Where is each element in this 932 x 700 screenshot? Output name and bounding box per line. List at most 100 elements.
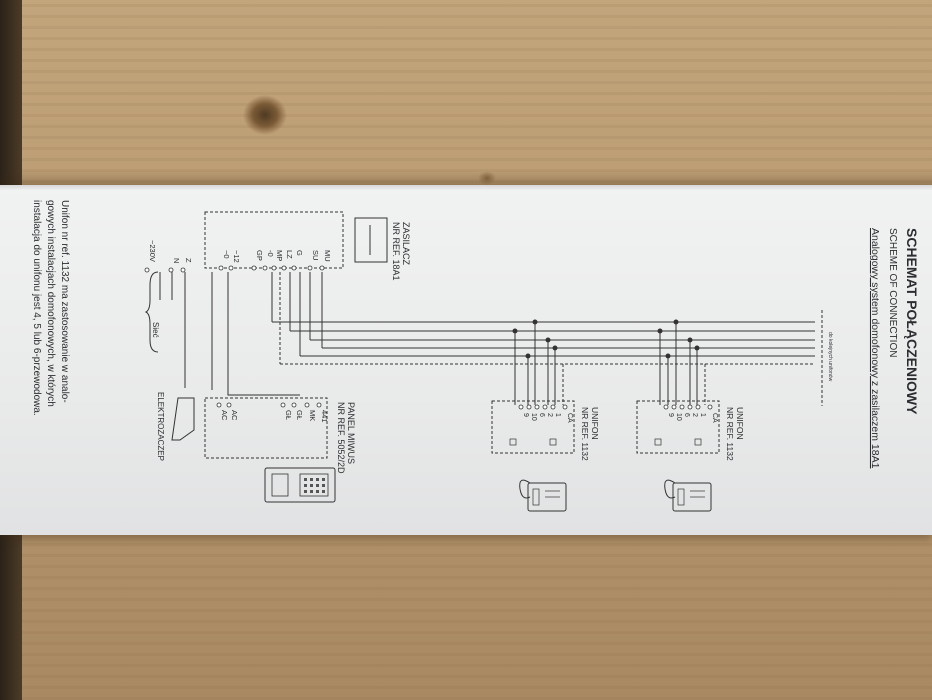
- mains-terminal-label: ~230V: [148, 240, 157, 262]
- schema-title: SCHEMAT POŁĄCZENIOWY: [904, 228, 920, 415]
- handset-terminal-label: 10: [675, 413, 682, 421]
- handset-ref: NR REF. 1132: [580, 407, 590, 461]
- handset-terminal-label: 10: [530, 413, 537, 421]
- system-description: Analogowy system domofonowy z zasilaczem…: [869, 228, 881, 469]
- handset-terminal: [663, 404, 669, 410]
- handset-device-icon: [664, 479, 712, 512]
- lock-label: ELEKTROZACZEP: [156, 392, 165, 461]
- handset-name: UNIFON: [735, 407, 745, 440]
- door-panel-terminal-label: GŁ: [284, 410, 293, 420]
- footnote: Unifon nr ref. 1132 ma zastosowanie w an…: [31, 200, 70, 416]
- mains-connection: ZN ~230V Sieć: [144, 240, 193, 388]
- mains-terminal-label: N: [172, 258, 181, 263]
- handset-terminal: [534, 404, 540, 410]
- power-supply-terminal-label: G: [295, 250, 304, 256]
- handset-terminal: [562, 404, 568, 410]
- power-supply-terminal-label: SU: [311, 250, 320, 260]
- handset-terminal: [707, 404, 713, 410]
- door-panel-terminal: [304, 402, 310, 408]
- power-supply-terminal-label: -0: [266, 250, 275, 257]
- power-supply-terminal-label: ~12: [232, 250, 241, 263]
- continuation-marker: do kolejnych unifonów: [821, 310, 833, 406]
- door-panel-terminal-label: MK: [308, 410, 317, 421]
- power-supply-terminal-label: MP: [275, 250, 284, 261]
- mains-terminal-label: Z: [184, 258, 193, 263]
- handset-terminal-label: 6: [683, 413, 690, 417]
- door-panel-terminal: [226, 402, 232, 408]
- power-supply-terminal: [218, 265, 224, 271]
- handset-terminal: [687, 404, 693, 410]
- handset-terminal-label: 2: [546, 413, 553, 417]
- mains-label: Sieć: [151, 322, 160, 338]
- mains-terminal: [180, 267, 186, 273]
- power-supply-terminal: [307, 265, 313, 271]
- handset-ref: NR REF. 1132: [725, 407, 735, 461]
- handset-terminal-label: 1: [554, 413, 561, 417]
- schema-subtitle: SCHEME OF CONNECTION: [887, 228, 898, 357]
- handset-terminal-label: 9: [667, 413, 674, 417]
- bus-wires: [272, 319, 815, 405]
- handset-terminal-label: 2: [691, 413, 698, 417]
- handset-switch-icon: [509, 438, 557, 446]
- footnote-line-3: instalacja do unifonu jest 4, 5 lub 6-pr…: [31, 200, 42, 416]
- door-panel-device-icon: [264, 467, 336, 503]
- handset-terminal: [518, 404, 524, 410]
- footnote-line-1: Unifon nr ref. 1132 ma zastosowanie w an…: [59, 200, 70, 403]
- power-supply-name: ZASILACZ: [401, 222, 411, 266]
- door-panel-name: PANEL MIWUS: [346, 402, 356, 464]
- handset-terminal-label: 1: [699, 413, 706, 417]
- handset-terminal-label: 6: [538, 413, 545, 417]
- box-edge: [0, 185, 932, 190]
- handset-terminal-label: CA: [566, 413, 573, 423]
- handset-switch-icon: [654, 438, 702, 446]
- power-supply-terminal: [262, 265, 268, 271]
- handset-terminal: [542, 404, 548, 410]
- power-supply-terminal: [281, 265, 287, 271]
- door-panel-terminal: [316, 402, 322, 408]
- handset-terminal-label: CA: [711, 413, 718, 423]
- power-supply-terminal-label: GP: [255, 250, 264, 261]
- mains-terminal: [144, 267, 150, 273]
- handset-box: [636, 400, 720, 454]
- power-supply-terminal-label: ~0: [222, 250, 231, 259]
- power-supply-terminal: [228, 265, 234, 271]
- header: SCHEMAT POŁĄCZENIOWY SCHEME OF CONNECTIO…: [869, 228, 920, 469]
- handset-device-icon: [519, 479, 567, 512]
- power-supply-terminal: [251, 265, 257, 271]
- door-panel-ref: NR REF. 5052/2D: [336, 402, 346, 474]
- handset-terminal: [671, 404, 677, 410]
- door-panel-terminal-label: AC: [220, 410, 229, 421]
- mains-terminal: [168, 267, 174, 273]
- handset-terminal: [526, 404, 532, 410]
- handset-terminal-label: 9: [522, 413, 529, 417]
- handset-terminal: [550, 404, 556, 410]
- mains-terminals: ZN ~230V: [144, 240, 193, 273]
- power-supply-ref: NR REF. 18A1: [391, 222, 401, 281]
- handset-terminal: [695, 404, 701, 410]
- power-supply-terminal-label: LZ: [285, 250, 294, 259]
- door-panel-terminal-label: AC: [230, 410, 239, 421]
- door-panel-terminal-label: 441: [320, 410, 329, 423]
- handset-name: UNIFON: [590, 407, 600, 440]
- door-panel-terminal: [291, 402, 297, 408]
- power-supply-terminal: [271, 265, 277, 271]
- handset-terminal: [679, 404, 685, 410]
- footnote-line-2: gowych instalacjach domofonowych, w któr…: [45, 200, 56, 407]
- electric-lock: ELEKTROZACZEP: [156, 392, 195, 461]
- door-panel-terminal: [216, 402, 222, 408]
- handset-box: [491, 400, 575, 454]
- product-box: [0, 185, 932, 535]
- door-panel-terminal-label: GŁ: [295, 410, 304, 420]
- power-supply-terminal-label: MU: [323, 250, 332, 262]
- to-next-handsets-label: do kolejnych unifonów: [827, 332, 833, 382]
- door-panel-terminal: [280, 402, 286, 408]
- power-supply-terminal: [319, 265, 325, 271]
- power-supply-terminal: [291, 265, 297, 271]
